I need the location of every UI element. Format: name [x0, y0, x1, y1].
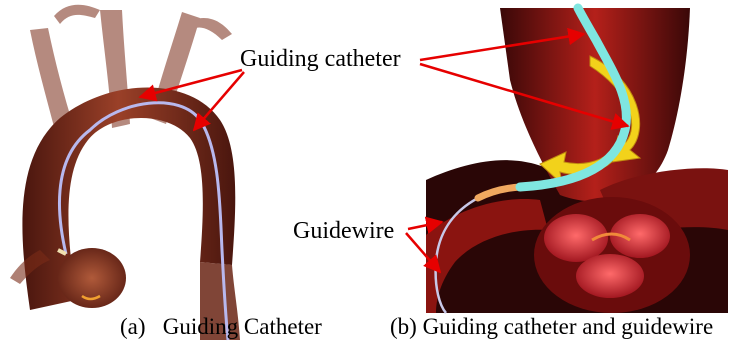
panel-a-illustration — [10, 5, 240, 340]
caption-panel-b: (b) Guiding catheter and guidewire — [390, 314, 713, 339]
label-guiding-catheter: Guiding catheter — [240, 46, 401, 72]
panel-b-illustration — [426, 8, 729, 313]
caption-panel-a: (a) Guiding Catheter — [120, 314, 322, 339]
label-guidewire: Guidewire — [293, 218, 394, 244]
valve-leaflet-bottom — [576, 254, 644, 298]
